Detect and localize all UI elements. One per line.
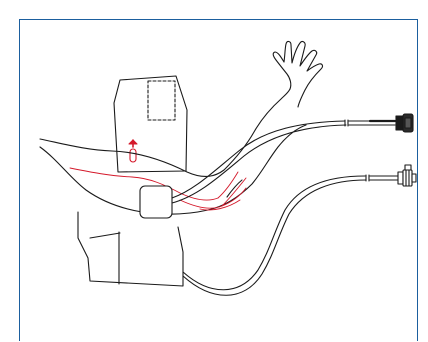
tube-coupler-icon [397, 164, 417, 187]
sensor-cable [171, 119, 397, 204]
figure-frame [19, 19, 418, 341]
cuff-window [147, 80, 176, 121]
multi-pin-connector-icon [395, 113, 414, 133]
hand-outline [272, 40, 324, 108]
cuff-lower-panel [77, 211, 184, 287]
cuff-tube [182, 174, 399, 296]
sensor-pad [139, 185, 173, 219]
arm-upper-edge [39, 88, 291, 178]
cuff-upper-panel [113, 75, 188, 173]
elbow-crease [226, 179, 243, 198]
artery-lines [69, 167, 247, 211]
artery-marker-icon [128, 139, 138, 163]
